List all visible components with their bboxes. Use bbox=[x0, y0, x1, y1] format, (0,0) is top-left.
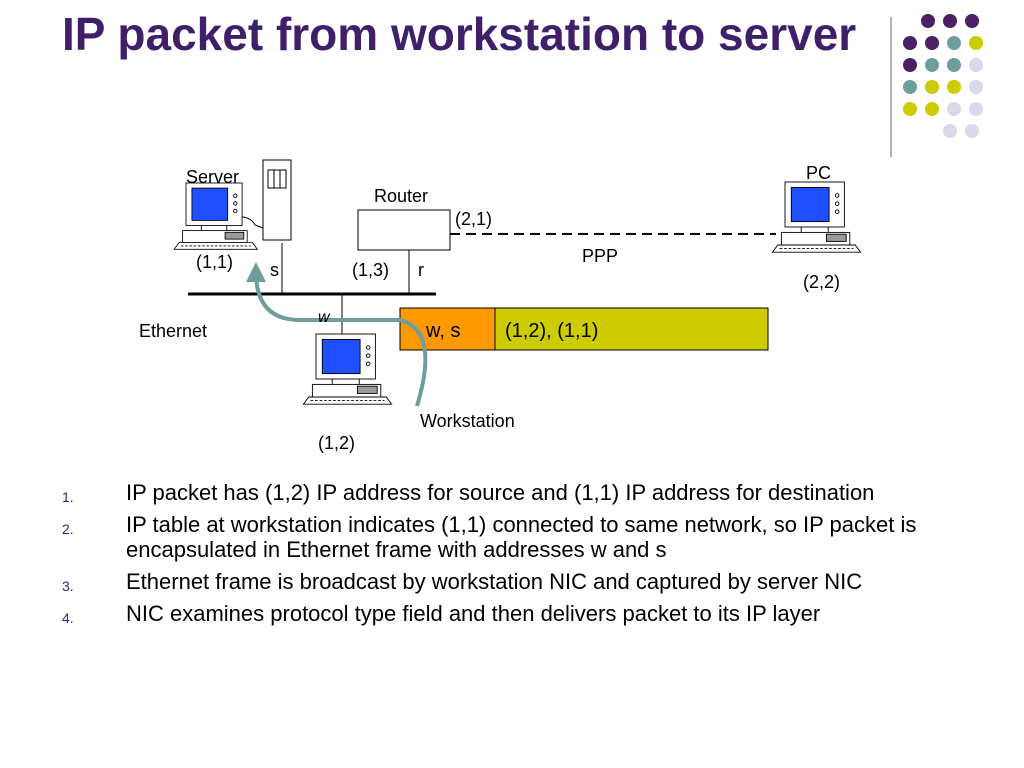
address-server: (1,1) bbox=[196, 252, 233, 272]
frame-path-arrow bbox=[246, 262, 428, 407]
nic-workstation-label: w bbox=[318, 309, 331, 326]
workstation-computer bbox=[302, 333, 393, 405]
address-pc: (2,2) bbox=[803, 272, 840, 292]
list-item-number: 2. bbox=[62, 521, 74, 537]
ethernet-label: Ethernet bbox=[139, 321, 207, 341]
decorative-dot bbox=[925, 36, 939, 50]
list-item-number: 4. bbox=[62, 610, 74, 626]
frame-body-text: (1,2), (1,1) bbox=[505, 320, 598, 342]
network-diagram: Server Router PC Workstation Ethernet PP… bbox=[139, 159, 862, 453]
decorative-dot bbox=[903, 36, 917, 50]
list-item: 3. Ethernet frame is broadcast by workst… bbox=[62, 569, 962, 594]
decorative-dot bbox=[903, 102, 917, 116]
list-item: 2. IP table at workstation indicates (1,… bbox=[62, 512, 962, 562]
list-item-text: IP table at workstation indicates (1,1) … bbox=[126, 512, 917, 562]
pc-computer bbox=[771, 181, 862, 253]
router-box bbox=[357, 209, 451, 251]
nic-router-label: r bbox=[418, 260, 424, 280]
frame-header-text: w, s bbox=[425, 320, 460, 342]
decorative-dot bbox=[925, 58, 939, 72]
pc-label: PC bbox=[806, 163, 831, 183]
decorative-dot bbox=[947, 80, 961, 94]
decorative-dot bbox=[947, 58, 961, 72]
router-label: Router bbox=[374, 186, 428, 206]
list-item-text: Ethernet frame is broadcast by workstati… bbox=[126, 569, 863, 594]
decorative-divider bbox=[890, 17, 892, 157]
decorative-dot bbox=[965, 124, 979, 138]
list-item-text: IP packet has (1,2) IP address for sourc… bbox=[126, 480, 875, 505]
server-label: Server bbox=[186, 167, 239, 187]
decorative-dot bbox=[947, 102, 961, 116]
decorative-dot bbox=[925, 80, 939, 94]
list-item-number: 3. bbox=[62, 578, 74, 594]
address-router-ppp: (2,1) bbox=[455, 209, 492, 229]
decorative-dot bbox=[969, 102, 983, 116]
list-item: 4. NIC examines protocol type field and … bbox=[62, 601, 962, 626]
list-item: 1. IP packet has (1,2) IP address for so… bbox=[62, 480, 962, 505]
decorative-dot bbox=[969, 80, 983, 94]
decorative-dot bbox=[943, 14, 957, 28]
decorative-dot bbox=[947, 36, 961, 50]
decorative-dot bbox=[969, 58, 983, 72]
decorative-dot bbox=[969, 36, 983, 50]
address-router-ethernet: (1,3) bbox=[352, 260, 389, 280]
steps-list: 1. IP packet has (1,2) IP address for so… bbox=[62, 480, 962, 633]
server-computer bbox=[173, 159, 292, 250]
slide-title: IP packet from workstation to server bbox=[62, 8, 857, 60]
frame-body-cell bbox=[494, 307, 769, 351]
list-item-number: 1. bbox=[62, 489, 74, 505]
decorative-dot bbox=[943, 124, 957, 138]
address-workstation: (1,2) bbox=[318, 433, 355, 453]
nic-server-label: s bbox=[270, 260, 279, 280]
decorative-dot bbox=[903, 80, 917, 94]
decorative-dot bbox=[965, 14, 979, 28]
decorative-dot bbox=[925, 102, 939, 116]
workstation-label: Workstation bbox=[420, 411, 515, 431]
list-item-text: NIC examines protocol type field and the… bbox=[126, 601, 821, 626]
decorative-dot bbox=[921, 14, 935, 28]
ppp-label: PPP bbox=[582, 246, 618, 266]
decorative-dot bbox=[903, 58, 917, 72]
